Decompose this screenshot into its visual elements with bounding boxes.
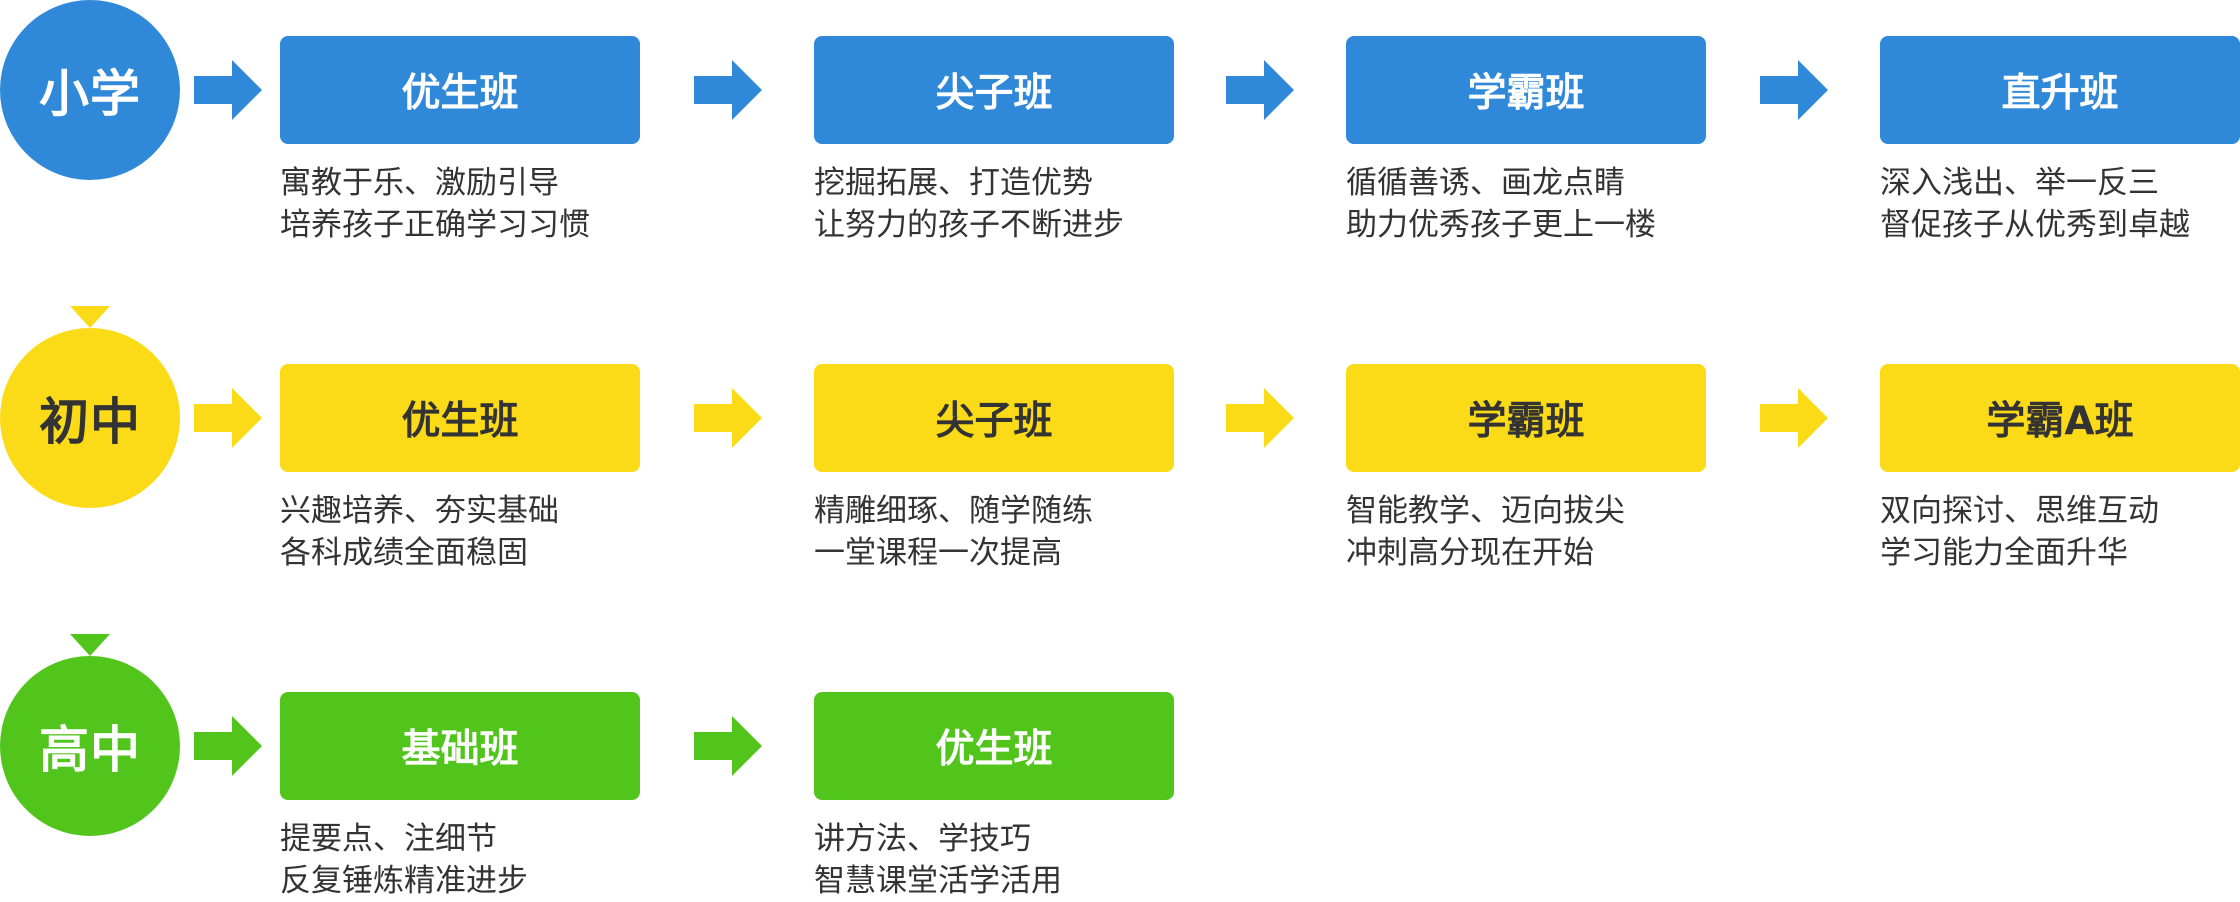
- description-line: 寓教于乐、激励引导: [280, 165, 559, 201]
- class-description: 深入浅出、举一反三督促孩子从优秀到卓越: [1880, 162, 2240, 246]
- right-arrow-icon: [694, 60, 762, 120]
- level-circle: 高中: [0, 656, 180, 836]
- description-line: 学习能力全面升华: [1880, 535, 2128, 571]
- class-title-box: 直升班: [1880, 36, 2240, 144]
- class-title-box: 基础班: [280, 692, 640, 800]
- description-line: 智慧课堂活学活用: [814, 863, 1062, 899]
- right-arrow-icon: [1760, 388, 1828, 448]
- description-line: 助力优秀孩子更上一楼: [1346, 207, 1656, 243]
- right-arrow-icon: [694, 716, 762, 776]
- description-line: 让努力的孩子不断进步: [814, 207, 1124, 243]
- class-title-box: 学霸班: [1346, 36, 1706, 144]
- class-description: 兴趣培养、夯实基础各科成绩全面稳固: [280, 490, 720, 574]
- dashed-down-arrow-icon: [70, 180, 110, 328]
- class-title-box: 尖子班: [814, 364, 1174, 472]
- description-line: 提要点、注细节: [280, 821, 497, 857]
- level-circle: 初中: [0, 328, 180, 508]
- class-description: 双向探讨、思维互动学习能力全面升华: [1880, 490, 2240, 574]
- class-title-box: 学霸班: [1346, 364, 1706, 472]
- right-arrow-icon: [1226, 388, 1294, 448]
- description-line: 循循善诱、画龙点睛: [1346, 165, 1625, 201]
- right-arrow-icon: [194, 60, 262, 120]
- dashed-down-arrow-icon: [70, 508, 110, 656]
- description-line: 双向探讨、思维互动: [1880, 493, 2159, 529]
- right-arrow-icon: [1760, 60, 1828, 120]
- class-title-box: 学霸A班: [1880, 364, 2240, 472]
- description-line: 反复锤炼精准进步: [280, 863, 528, 899]
- class-title-box: 优生班: [280, 36, 640, 144]
- description-line: 各科成绩全面稳固: [280, 535, 528, 571]
- right-arrow-icon: [1226, 60, 1294, 120]
- class-description: 提要点、注细节反复锤炼精准进步: [280, 818, 720, 902]
- description-line: 兴趣培养、夯实基础: [280, 493, 559, 529]
- level-circle: 小学: [0, 0, 180, 180]
- class-title-box: 尖子班: [814, 36, 1174, 144]
- class-description: 寓教于乐、激励引导培养孩子正确学习习惯: [280, 162, 720, 246]
- description-line: 讲方法、学技巧: [814, 821, 1031, 857]
- description-line: 培养孩子正确学习习惯: [280, 207, 590, 243]
- right-arrow-icon: [694, 388, 762, 448]
- class-description: 精雕细琢、随学随练一堂课程一次提高: [814, 490, 1254, 574]
- class-description: 循循善诱、画龙点睛助力优秀孩子更上一楼: [1346, 162, 1786, 246]
- class-description: 挖掘拓展、打造优势让努力的孩子不断进步: [814, 162, 1254, 246]
- class-title-box: 优生班: [280, 364, 640, 472]
- description-line: 智能教学、迈向拔尖: [1346, 493, 1625, 529]
- class-description: 讲方法、学技巧智慧课堂活学活用: [814, 818, 1254, 902]
- description-line: 挖掘拓展、打造优势: [814, 165, 1093, 201]
- right-arrow-icon: [194, 716, 262, 776]
- description-line: 一堂课程一次提高: [814, 535, 1062, 571]
- description-line: 督促孩子从优秀到卓越: [1880, 207, 2190, 243]
- class-description: 智能教学、迈向拔尖冲刺高分现在开始: [1346, 490, 1786, 574]
- description-line: 冲刺高分现在开始: [1346, 535, 1594, 571]
- description-line: 深入浅出、举一反三: [1880, 165, 2159, 201]
- right-arrow-icon: [194, 388, 262, 448]
- class-title-box: 优生班: [814, 692, 1174, 800]
- description-line: 精雕细琢、随学随练: [814, 493, 1093, 529]
